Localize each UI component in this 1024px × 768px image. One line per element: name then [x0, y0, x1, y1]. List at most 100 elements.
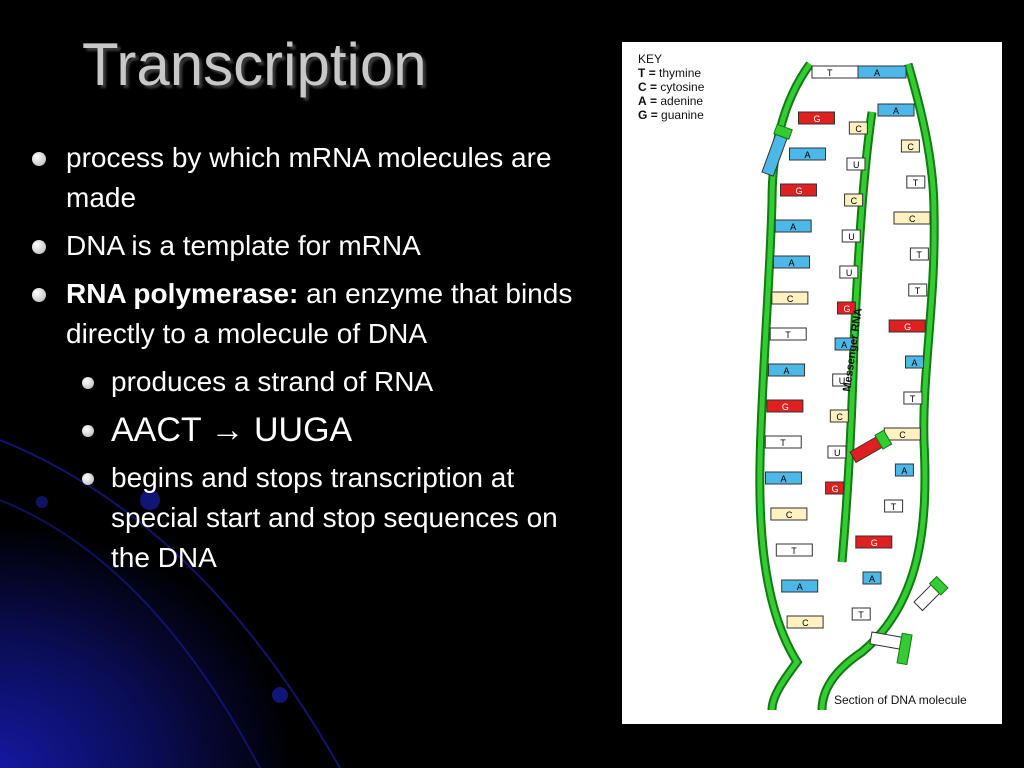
- bullet-text: an enzyme that binds directly to a molec…: [66, 278, 573, 349]
- dna-left-base: [771, 291, 809, 305]
- rna-base: [825, 481, 845, 495]
- dna-left-base-letter: A: [789, 258, 795, 268]
- bullet-dot-icon: [32, 152, 46, 166]
- dna-right-base: [855, 535, 893, 549]
- rna-base: [846, 157, 866, 171]
- dna-sequence: AACT: [111, 411, 202, 449]
- bullet-list: process by which mRNA molecules are made…: [30, 138, 590, 584]
- rna-base: [839, 265, 859, 279]
- rna-base: [844, 193, 864, 207]
- dna-right-base-letter: A: [893, 106, 899, 116]
- dna-left-base-letter: A: [805, 150, 811, 160]
- rna-base: [829, 409, 849, 423]
- dna-left-base-letter: A: [781, 474, 787, 484]
- key-title: KEY: [638, 52, 663, 66]
- dna-right-base-letter: A: [901, 466, 907, 476]
- rna-base-letter: C: [855, 124, 862, 134]
- dna-left-base: [768, 363, 806, 377]
- dna-left-base-letter: C: [787, 294, 794, 304]
- dna-left-base-letter: C: [802, 618, 809, 628]
- dna-left-base: [775, 543, 813, 557]
- dna-right-base: [862, 571, 882, 585]
- bullet-dot-icon: [82, 377, 94, 389]
- rna-base-letter: U: [846, 268, 853, 278]
- dna-left-base: [769, 327, 807, 341]
- dna-right-base-letter: A: [912, 358, 918, 368]
- rna-base: [841, 229, 861, 243]
- dna-left-base: [789, 147, 826, 161]
- dna-left-base-letter: T: [780, 438, 786, 448]
- dna-left-base: [766, 399, 804, 413]
- dna-left-base: [770, 507, 808, 521]
- dna-right-base-letter: G: [871, 538, 878, 548]
- dna-right-base: [893, 211, 931, 225]
- dna-right-base-letter: A: [869, 574, 875, 584]
- dna-right-base: [903, 391, 923, 405]
- key-row: A = adenine: [638, 94, 704, 108]
- dna-transcription-diagram: KEY T = thymine C = cytosine A = adenine…: [622, 42, 1002, 724]
- rna-sequence: UUGA: [253, 411, 353, 449]
- dna-left-base-letter: G: [814, 114, 821, 124]
- dna-section-label: Section of DNA molecule: [834, 693, 967, 707]
- dna-left-base: [780, 183, 817, 197]
- dna-right-base: [905, 355, 925, 369]
- dna-left-base: [764, 435, 802, 449]
- dna-strands-illustration: T A GAGAACTAGTACTACCUCUUGAUCUGACTCTTGATC…: [755, 61, 967, 711]
- rna-base-letter: U: [834, 448, 841, 458]
- rna-base-letter: G: [832, 484, 839, 494]
- dna-left-base: [774, 219, 812, 233]
- sub-bullet-text: begins and stops transcription at specia…: [111, 462, 558, 573]
- dna-left-base: [781, 579, 819, 593]
- key-row: C = cytosine: [638, 80, 705, 94]
- bullet-item: process by which mRNA molecules are made: [30, 138, 590, 218]
- rna-base: [832, 373, 852, 387]
- rna-base: [848, 121, 868, 135]
- dna-left-base-letter: T: [791, 546, 797, 556]
- dna-right-base-letter: T: [913, 178, 919, 188]
- sub-bullet-item: produces a strand of RNA: [30, 362, 590, 402]
- dna-right-base: [900, 139, 920, 153]
- bullet-text: process by which mRNA molecules are made: [66, 142, 552, 213]
- bullet-item: DNA is a template for mRNA: [30, 226, 590, 266]
- dna-left-base-letter: A: [784, 366, 790, 376]
- rna-base-letter: G: [843, 304, 850, 314]
- dna-right-backbone-fill: [819, 63, 937, 711]
- slide-title: Transcription: [82, 31, 427, 98]
- dna-left-base-letter: G: [782, 402, 789, 412]
- dna-right-base: [908, 283, 928, 297]
- dna-left-base-letter: C: [786, 510, 793, 520]
- arrow-right-icon: →: [210, 411, 245, 449]
- dna-right-base-letter: T: [916, 250, 922, 260]
- rna-base-letter: A: [841, 340, 847, 350]
- dna-left-base-letter: G: [796, 186, 803, 196]
- dna-left-base: [765, 471, 802, 485]
- svg-text:A: A: [874, 68, 880, 78]
- dna-right-base-letter: T: [891, 502, 897, 512]
- key-row: G = guanine: [638, 108, 704, 122]
- dna-left-base: [786, 615, 824, 629]
- bullet-dot-icon: [32, 240, 46, 254]
- dna-right-base: [851, 607, 871, 621]
- free-nucleotide: [849, 429, 893, 464]
- bullet-dot-icon: [32, 288, 46, 302]
- rna-base-letter: U: [848, 232, 855, 242]
- rna-base-letter: U: [839, 376, 846, 386]
- dna-right-base-letter: T: [910, 394, 916, 404]
- sub-bullet-item: AACT → UUGA: [30, 408, 590, 452]
- bullet-dot-icon: [82, 473, 94, 485]
- dna-right-base-letter: T: [915, 286, 921, 296]
- bullet-dot-icon: [82, 425, 94, 437]
- dna-right-base: [884, 499, 904, 513]
- free-nucleotide: [761, 123, 793, 177]
- svg-text:T: T: [827, 68, 833, 78]
- rna-base: [834, 337, 854, 351]
- base-pairs: GAGAACTAGTACTACCUCUUGAUCUGACTCTTGATCATGA…: [764, 103, 931, 629]
- dna-left-base-letter: A: [797, 582, 803, 592]
- dna-right-base-letter: C: [899, 430, 906, 440]
- rna-base: [836, 301, 856, 315]
- dna-right-base-letter: C: [907, 142, 914, 152]
- dna-right-base: [877, 103, 915, 117]
- rna-backbone-fill: [839, 111, 875, 563]
- sub-bullet-text: produces a strand of RNA: [111, 366, 434, 397]
- sub-bullet-item: begins and stops transcription at specia…: [30, 458, 590, 578]
